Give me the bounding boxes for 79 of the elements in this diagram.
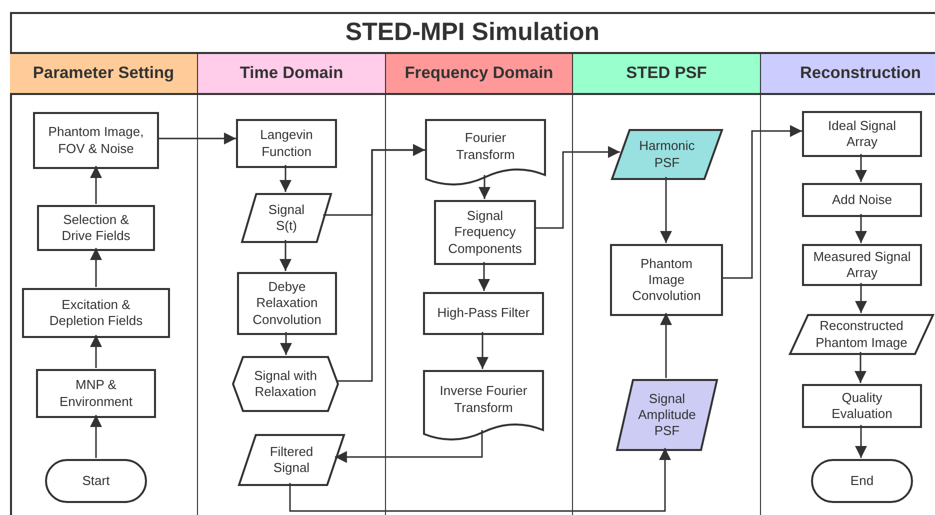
arrow: [280, 240, 292, 271]
node-label: Phantom Image Convolution: [631, 254, 702, 306]
node-label: MNP & Environment: [58, 376, 134, 410]
node-label: Signal Amplitude PSF: [637, 390, 697, 440]
swimlane: [572, 52, 760, 515]
process-box: [803, 112, 921, 156]
arrow: [721, 125, 802, 279]
node-label: Add Noise: [831, 190, 893, 209]
data-parallelogram: [612, 130, 722, 179]
arrow: [90, 415, 102, 458]
swimlane: [760, 52, 935, 515]
arrow: [280, 165, 292, 192]
lane-header: Time Domain: [198, 54, 385, 95]
arrow: [334, 430, 483, 463]
arrow: [854, 352, 866, 383]
arrow: [90, 166, 102, 204]
lane-header: STED PSF: [573, 54, 760, 95]
data-parallelogram: [242, 194, 331, 242]
node-label: Fourier Transform: [455, 129, 516, 164]
process-box: [435, 201, 535, 264]
swimlane: [197, 52, 385, 515]
node-label: End: [849, 472, 875, 490]
process-box: [611, 245, 722, 315]
node-label: Reconstructed Phantom Image: [814, 317, 908, 352]
node-label: Signal with Relaxation: [253, 366, 318, 401]
arrow: [534, 146, 620, 229]
node-label: High-Pass Filter: [436, 304, 531, 322]
node-label: Measured Signal Array: [813, 248, 911, 282]
arrow: [855, 154, 867, 182]
arrow: [660, 313, 672, 378]
process-box: [803, 245, 921, 285]
arrow: [855, 425, 867, 458]
process-box: [23, 289, 169, 337]
arrow: [855, 214, 867, 243]
process-box: [238, 273, 336, 334]
terminal-shape: [812, 460, 912, 502]
arrow: [660, 177, 672, 243]
node-label: Inverse Fourier Transform: [438, 382, 528, 416]
arrow: [337, 144, 425, 382]
process-box: [803, 385, 921, 427]
data-parallelogram: [790, 315, 933, 354]
process-box: [424, 293, 543, 334]
arrow: [855, 283, 867, 313]
process-box: [803, 184, 921, 216]
node-label: Ideal Signal Array: [827, 116, 897, 151]
arrow: [478, 175, 490, 199]
node-label: Selection & Drive Fields: [60, 210, 132, 245]
arrow: [280, 332, 292, 355]
arrow: [289, 448, 671, 512]
node-label: Filtered Signal: [268, 442, 314, 477]
data-parallelogram: [617, 380, 717, 450]
node-label: Excitation & Depletion Fields: [48, 296, 144, 330]
node-label: Langevin Function: [259, 126, 314, 160]
node-label: Phantom Image, FOV & Noise: [47, 123, 145, 158]
process-box: [37, 370, 155, 417]
process-box: [34, 113, 158, 168]
node-label: Start: [81, 472, 111, 490]
diagram-title: STED-MPI Simulation: [344, 16, 601, 48]
node-label: Debye Relaxation Convolution: [252, 278, 322, 329]
arrow: [478, 262, 490, 291]
arrow: [476, 332, 488, 369]
terminal-shape: [46, 460, 146, 502]
preparation-hexagon: [233, 357, 338, 411]
node-label: Quality Evaluation: [830, 388, 894, 423]
arrow: [90, 248, 102, 287]
document-shape: [424, 371, 543, 442]
document-shape: [426, 120, 545, 187]
arrow: [90, 335, 102, 368]
data-parallelogram: [239, 435, 344, 485]
node-label: Signal Frequency Components: [447, 207, 523, 258]
lane-header: Frequency Domain: [386, 54, 572, 95]
lane-header: Parameter Setting: [10, 54, 197, 95]
process-box: [38, 206, 154, 250]
node-label: Harmonic PSF: [638, 137, 696, 172]
swimlane: [385, 52, 572, 515]
lane-header: Reconstruction: [761, 54, 935, 95]
node-label: Signal S(t): [267, 200, 306, 235]
process-box: [237, 120, 336, 167]
arrow: [158, 132, 236, 144]
